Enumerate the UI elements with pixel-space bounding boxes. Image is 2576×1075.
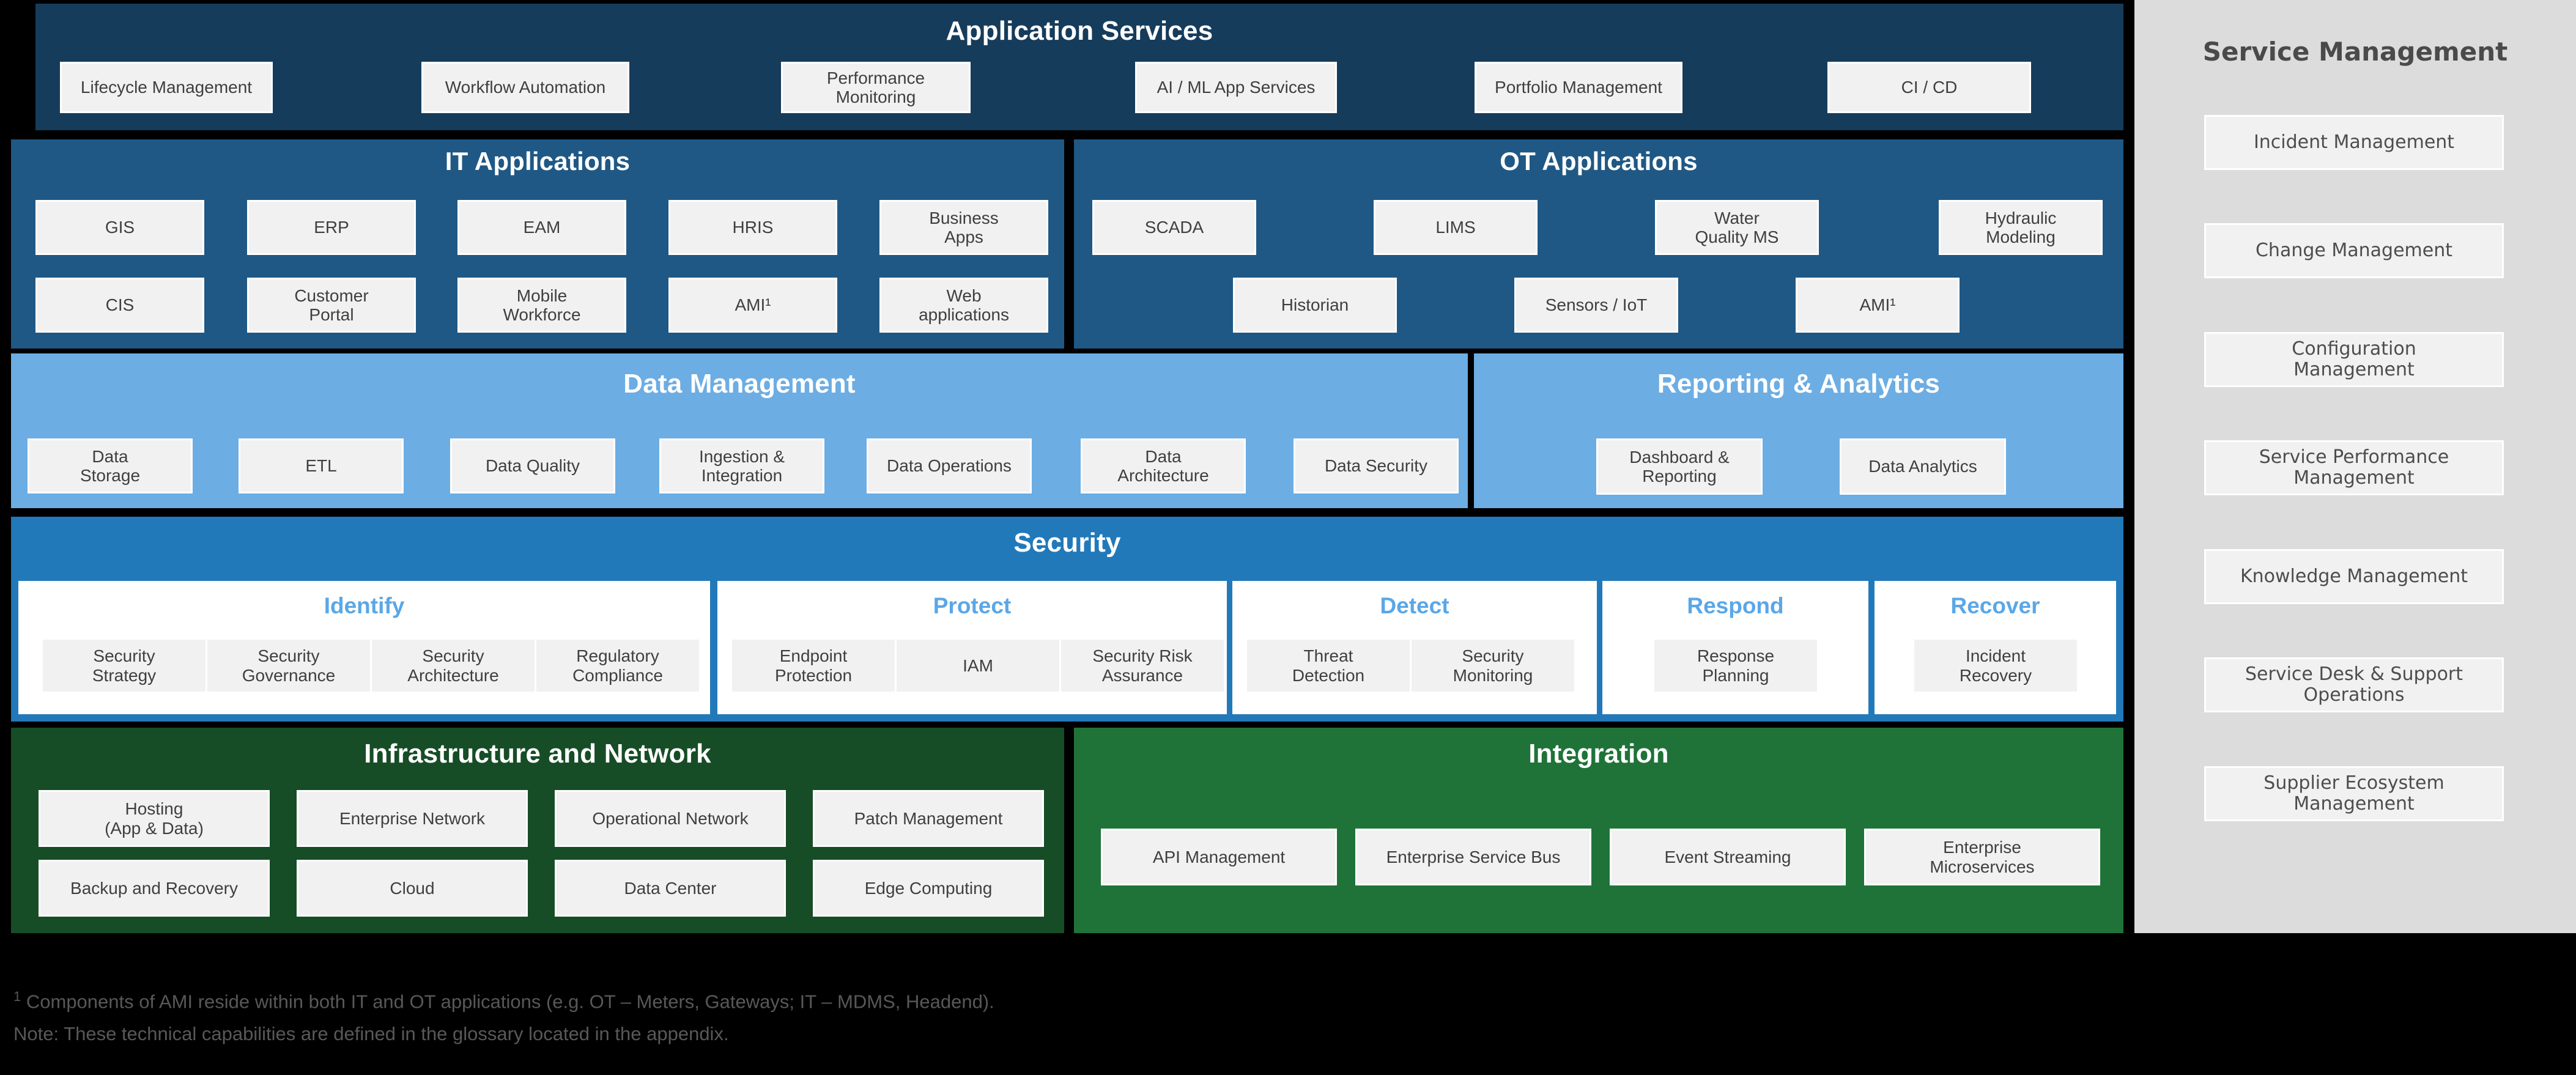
capability-enterprise-network[interactable]: Enterprise Network	[297, 790, 528, 847]
capability-security-strategy[interactable]: Security Strategy	[43, 640, 205, 692]
capability-data-operations[interactable]: Data Operations	[867, 438, 1032, 493]
security-recover-title: Recover	[1950, 593, 2040, 618]
capability-patch-management[interactable]: Patch Management	[813, 790, 1044, 847]
capability-hris[interactable]: HRIS	[668, 200, 837, 255]
capability-sensors-iot[interactable]: Sensors / IoT	[1514, 278, 1678, 333]
security-column-protect: Protect Endpoint Protection IAM Security…	[717, 581, 1227, 714]
sidebar-item-change-management[interactable]: Change Management	[2204, 223, 2504, 278]
capability-security-risk-assurance[interactable]: Security Risk Assurance	[1061, 640, 1224, 692]
data-management-title: Data Management	[623, 369, 856, 399]
capability-ci-cd[interactable]: CI / CD	[1827, 62, 2031, 113]
capability-operational-network[interactable]: Operational Network	[555, 790, 786, 847]
capability-ami-ot[interactable]: AMI¹	[1796, 278, 1960, 333]
section-data-management: Data Management Data Storage ETL Data Qu…	[11, 353, 1468, 508]
capability-water-quality-ms[interactable]: Water Quality MS	[1655, 200, 1819, 255]
capability-ai-ml-app-services[interactable]: AI / ML App Services	[1135, 62, 1337, 113]
capability-iam[interactable]: IAM	[897, 640, 1059, 692]
section-reporting-analytics: Reporting & Analytics Dashboard & Report…	[1474, 353, 2123, 508]
capability-web-applications[interactable]: Web applications	[879, 278, 1048, 333]
capability-event-streaming[interactable]: Event Streaming	[1610, 829, 1846, 885]
application-services-title: Application Services	[946, 16, 1213, 46]
capability-gis[interactable]: GIS	[35, 200, 204, 255]
capability-ingestion-integration[interactable]: Ingestion & Integration	[659, 438, 824, 493]
section-ot-applications: OT Applications SCADA LIMS Water Quality…	[1074, 139, 2123, 349]
capability-business-apps[interactable]: Business Apps	[879, 200, 1048, 255]
capability-data-quality[interactable]: Data Quality	[450, 438, 615, 493]
capability-incident-recovery[interactable]: Incident Recovery	[1914, 640, 2077, 692]
capability-lifecycle-management[interactable]: Lifecycle Management	[60, 62, 273, 113]
capability-edge-computing[interactable]: Edge Computing	[813, 860, 1044, 917]
capability-historian[interactable]: Historian	[1233, 278, 1397, 333]
it-applications-title: IT Applications	[445, 147, 631, 175]
capability-response-planning[interactable]: Response Planning	[1654, 640, 1817, 692]
security-column-recover: Recover Incident Recovery	[1875, 581, 2116, 714]
capability-security-architecture[interactable]: Security Architecture	[372, 640, 535, 692]
capability-data-center[interactable]: Data Center	[555, 860, 786, 917]
capability-dashboard-reporting[interactable]: Dashboard & Reporting	[1596, 438, 1763, 495]
footnote-marker: 1	[13, 989, 21, 1004]
capability-mobile-workforce[interactable]: Mobile Workforce	[457, 278, 626, 333]
security-column-identify: Identify Security Strategy Security Gove…	[18, 581, 710, 714]
ot-applications-title: OT Applications	[1500, 147, 1698, 175]
capability-lims[interactable]: LIMS	[1374, 200, 1538, 255]
reporting-analytics-title: Reporting & Analytics	[1657, 369, 1941, 399]
capability-workflow-automation[interactable]: Workflow Automation	[421, 62, 629, 113]
security-identify-title: Identify	[324, 593, 405, 618]
section-application-services: Application Services Lifecycle Managemen…	[35, 4, 2123, 130]
capability-enterprise-microservices[interactable]: Enterprise Microservices	[1864, 829, 2100, 885]
security-column-respond: Respond Response Planning	[1602, 581, 1868, 714]
footnote-ami-text: Components of AMI reside within both IT …	[21, 991, 994, 1013]
capability-data-security[interactable]: Data Security	[1294, 438, 1459, 493]
infrastructure-network-title: Infrastructure and Network	[364, 739, 711, 769]
capability-etl[interactable]: ETL	[239, 438, 404, 493]
capability-portfolio-management[interactable]: Portfolio Management	[1475, 62, 1682, 113]
capability-cloud[interactable]: Cloud	[297, 860, 528, 917]
capability-api-management[interactable]: API Management	[1101, 829, 1337, 885]
capability-erp[interactable]: ERP	[247, 200, 416, 255]
sidebar-item-service-desk-support-operations[interactable]: Service Desk & Support Operations	[2204, 657, 2504, 712]
security-title: Security	[1013, 528, 1121, 558]
capability-data-architecture[interactable]: Data Architecture	[1081, 438, 1246, 493]
security-detect-title: Detect	[1380, 593, 1449, 618]
footnote-glossary: Note: These technical capabilities are d…	[13, 1023, 729, 1044]
capability-regulatory-compliance[interactable]: Regulatory Compliance	[536, 640, 699, 692]
capability-data-analytics[interactable]: Data Analytics	[1840, 438, 2006, 495]
security-column-detect: Detect Threat Detection Security Monitor…	[1232, 581, 1597, 714]
capability-cis[interactable]: CIS	[35, 278, 204, 333]
section-infrastructure-network: Infrastructure and Network Hosting (App …	[11, 728, 1064, 933]
capability-ami-it[interactable]: AMI¹	[668, 278, 837, 333]
section-security: Security Identify Security Strategy Secu…	[11, 517, 2123, 722]
capability-scada[interactable]: SCADA	[1092, 200, 1256, 255]
security-respond-title: Respond	[1687, 593, 1784, 618]
capability-security-governance[interactable]: Security Governance	[207, 640, 370, 692]
sidebar-item-supplier-ecosystem-management[interactable]: Supplier Ecosystem Management	[2204, 766, 2504, 821]
integration-title: Integration	[1528, 739, 1669, 769]
sidebar-item-configuration-management[interactable]: Configuration Management	[2204, 332, 2504, 387]
capability-eam[interactable]: EAM	[457, 200, 626, 255]
sidebar-item-incident-management[interactable]: Incident Management	[2204, 115, 2504, 170]
capability-customer-portal[interactable]: Customer Portal	[247, 278, 416, 333]
capability-hydraulic-modeling[interactable]: Hydraulic Modeling	[1939, 200, 2103, 255]
capability-hosting-app-data[interactable]: Hosting (App & Data)	[39, 790, 270, 847]
capability-backup-and-recovery[interactable]: Backup and Recovery	[39, 860, 270, 917]
capability-endpoint-protection[interactable]: Endpoint Protection	[732, 640, 895, 692]
section-it-applications: IT Applications GIS ERP EAM HRIS Busines…	[11, 139, 1064, 349]
capability-enterprise-service-bus[interactable]: Enterprise Service Bus	[1355, 829, 1591, 885]
sidebar-item-service-performance-management[interactable]: Service Performance Management	[2204, 440, 2504, 495]
capability-security-monitoring[interactable]: Security Monitoring	[1412, 640, 1574, 692]
sidebar-item-knowledge-management[interactable]: Knowledge Management	[2204, 549, 2504, 604]
security-protect-title: Protect	[933, 593, 1012, 618]
footnote-ami: 1 Components of AMI reside within both I…	[13, 989, 994, 1013]
sidebar-title: Service Management	[2202, 37, 2508, 67]
capability-threat-detection[interactable]: Threat Detection	[1247, 640, 1410, 692]
section-integration: Integration API Management Enterprise Se…	[1074, 728, 2123, 933]
capability-data-storage[interactable]: Data Storage	[28, 438, 193, 493]
sidebar-service-management: Service Management Incident Management C…	[2134, 0, 2576, 933]
capability-performance-monitoring[interactable]: Performance Monitoring	[781, 62, 971, 113]
